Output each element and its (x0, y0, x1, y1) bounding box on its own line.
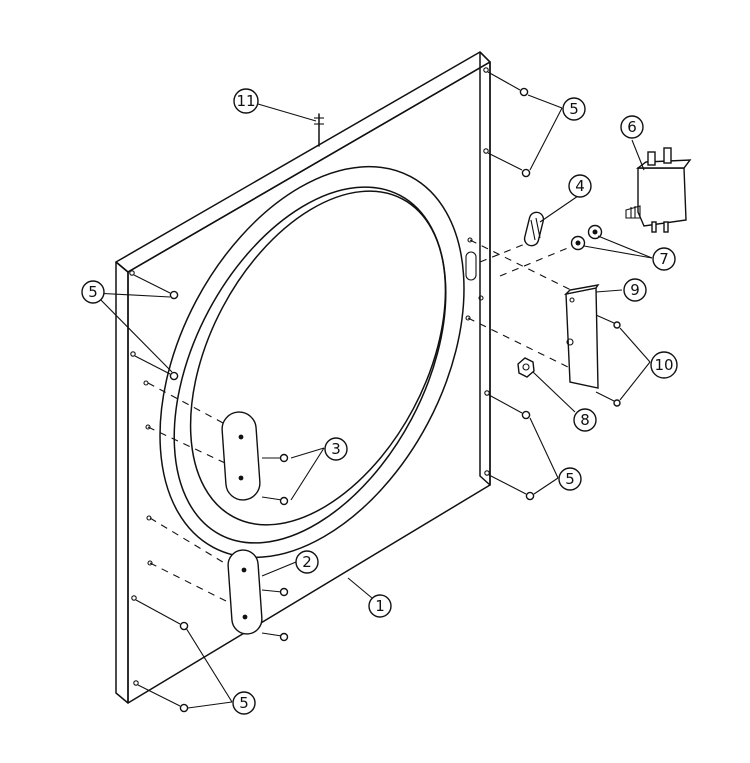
leader-lines (93, 94, 653, 709)
screw-5-right-bottom-a (488, 394, 531, 420)
svg-text:8: 8 (580, 411, 590, 429)
svg-text:9: 9 (630, 281, 640, 299)
callout-8: 8 (573, 408, 597, 432)
screw-5-right-top-a (487, 71, 529, 97)
screw-5-left-bottom-a (135, 599, 189, 631)
door-opening (159, 165, 465, 559)
screw-3a (262, 453, 289, 463)
callout-1: 1 (368, 594, 392, 618)
callout-4: 4 (568, 174, 592, 198)
switch-6 (625, 147, 692, 233)
screws (133, 71, 621, 713)
washers-7 (570, 224, 603, 251)
screw-3b (261, 496, 289, 506)
callout-5-right-bottom: 5 (558, 467, 582, 491)
screw-5-left-bottom-b (137, 684, 189, 713)
svg-text:5: 5 (88, 283, 98, 301)
callout-3: 3 (324, 437, 348, 461)
svg-text:1: 1 (375, 597, 385, 615)
svg-text:7: 7 (659, 250, 669, 268)
screw-2a (261, 587, 289, 597)
pin-11 (314, 113, 324, 147)
callout-5-left-bottom: 5 (232, 691, 256, 715)
front-panel (115, 51, 491, 704)
callout-10: 10 (650, 351, 678, 379)
svg-text:3: 3 (331, 440, 341, 458)
assembly-lines (147, 239, 576, 607)
callout-9: 9 (623, 278, 647, 302)
svg-text:4: 4 (575, 177, 585, 195)
callout-11: 11 (233, 88, 259, 114)
callout-7: 7 (652, 247, 676, 271)
hinge-plate-upper (221, 411, 261, 501)
hinge-plate-lower (227, 549, 263, 635)
svg-text:5: 5 (239, 694, 249, 712)
svg-text:6: 6 (627, 118, 637, 136)
svg-text:10: 10 (654, 356, 673, 374)
callout-2: 2 (295, 550, 319, 574)
bracket-9 (563, 284, 600, 389)
nut-8 (517, 357, 535, 378)
callout-5-left-top: 5 (81, 280, 105, 304)
svg-text:5: 5 (569, 100, 579, 118)
screw-10b (595, 391, 621, 407)
screw-5-right-top-b (487, 152, 531, 178)
svg-text:5: 5 (565, 470, 575, 488)
svg-text:2: 2 (302, 553, 312, 571)
callout-6: 6 (620, 115, 644, 139)
striker-4 (523, 211, 545, 247)
svg-text:11: 11 (236, 92, 255, 110)
screw-5-left-top-b (134, 355, 179, 381)
screw-10a (595, 314, 621, 329)
callout-5-right-top: 5 (562, 97, 586, 121)
screw-5-left-top-a (133, 274, 179, 300)
screw-2b (261, 632, 289, 642)
screw-5-right-bottom-b (488, 474, 535, 501)
